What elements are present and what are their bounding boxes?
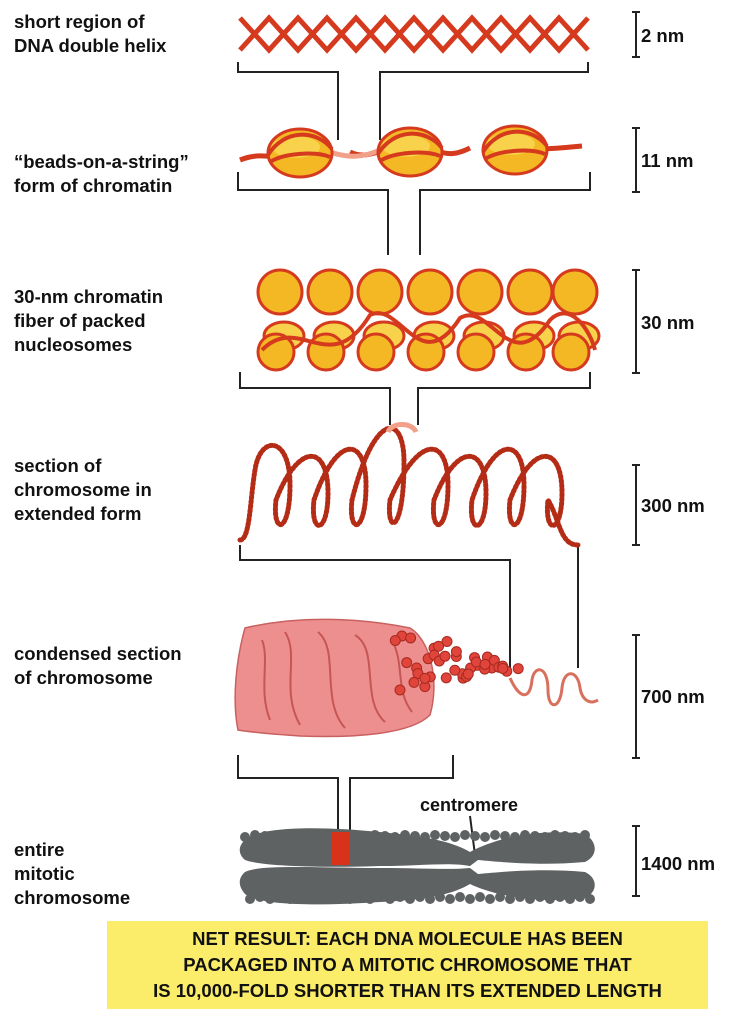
- condensed-chromosome-section: [234, 618, 599, 738]
- extended-chromosome-section: [237, 422, 581, 548]
- scale-label-2nm: 2 nm: [641, 25, 685, 46]
- chromatin-fiber-30nm: [256, 268, 601, 372]
- stage-label-beads: “beads-on-a-string” form of chromatin: [14, 151, 189, 196]
- highlighted-region: [331, 832, 349, 865]
- stage-label-mitotic: entire mitotic chromosome: [14, 839, 131, 908]
- scale-bars: [632, 11, 640, 897]
- scale-label-700nm: 700 nm: [641, 686, 705, 707]
- dna-double-helix: [238, 14, 590, 54]
- net-result-text: NET RESULT: EACH DNA MOLECULE HAS BEEN P…: [153, 928, 662, 1001]
- beads-on-a-string: [239, 124, 583, 179]
- scale-label-300nm: 300 nm: [641, 495, 705, 516]
- stage-label-dna: short region of DNA double helix: [14, 11, 167, 56]
- scale-label-11nm: 11 nm: [641, 150, 694, 171]
- stage-label-condensed: condensed section of chromosome: [14, 643, 182, 688]
- scale-label-30nm: 30 nm: [641, 312, 695, 333]
- connector-lines: [237, 62, 591, 856]
- mitotic-chromosome: [239, 828, 595, 905]
- stage-label-fiber: 30-nm chromatin fiber of packed nucleoso…: [14, 286, 164, 355]
- centromere-label: centromere: [420, 795, 519, 815]
- net-result-banner: NET RESULT: EACH DNA MOLECULE HAS BEEN P…: [107, 921, 708, 1009]
- scale-label-1400nm: 1400 nm: [641, 853, 716, 874]
- stage-label-extended: section of chromosome in extended form: [14, 455, 152, 524]
